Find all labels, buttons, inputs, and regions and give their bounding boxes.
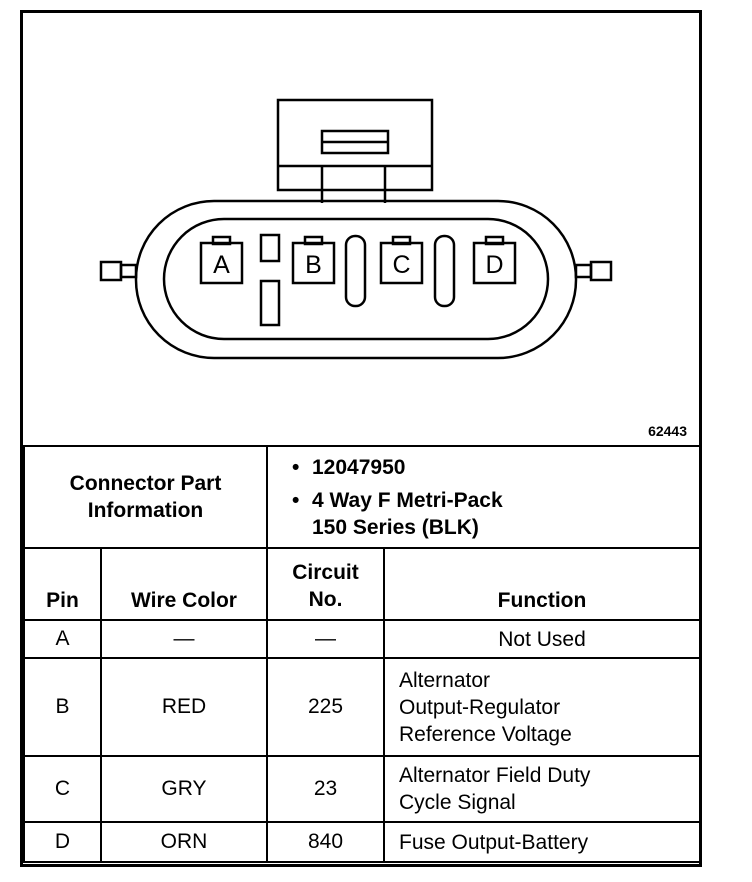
cell-pin: D [23, 821, 102, 863]
cell-circuit: 23 [266, 755, 385, 823]
cavity-d [472, 235, 517, 285]
table-row: A — — Not Used [23, 619, 701, 659]
part-info-list: 12047950 4 Way F Metri-Pack 150 Series (… [266, 445, 701, 549]
connector-inner-shell [162, 217, 550, 341]
key-slot-bottom [259, 279, 281, 327]
table-row: D ORN 840 Fuse Output-Battery [23, 821, 701, 863]
cell-function: Fuse Output-Battery [383, 821, 701, 863]
part-info-title: Connector Part Information [23, 445, 268, 549]
cavity-b [291, 235, 336, 285]
table-row: C GRY 23 Alternator Field Duty Cycle Sig… [23, 755, 701, 823]
connector-info-frame: A B C D 62443 Connector Part Information [20, 10, 702, 867]
cell-wire-color: GRY [100, 755, 268, 823]
cavity-c [379, 235, 424, 285]
cell-circuit: 225 [266, 657, 385, 757]
connector-diagram: A B C D 62443 [23, 13, 699, 445]
cell-function: Alternator Output-Regulator Reference Vo… [383, 657, 701, 757]
cell-circuit: 840 [266, 821, 385, 863]
cell-wire-color: ORN [100, 821, 268, 863]
cell-wire-color: — [100, 619, 268, 659]
part-description: 4 Way F Metri-Pack 150 Series (BLK) [292, 487, 699, 541]
table-header-row: Pin Wire Color Circuit No. Function [23, 547, 701, 621]
pin-label-d: D [485, 251, 503, 279]
pinout-table: Connector Part Information 12047950 4 Wa… [23, 445, 701, 863]
key-slot-top [259, 233, 281, 263]
cell-pin: A [23, 619, 102, 659]
header-function: Function [383, 547, 701, 621]
cell-pin: C [23, 755, 102, 823]
cell-wire-color: RED [100, 657, 268, 757]
connector-outer-shell [134, 199, 578, 360]
cell-pin: B [23, 657, 102, 757]
divider-rib-1 [344, 234, 367, 308]
table-row: B RED 225 Alternator Output-Regulator Re… [23, 657, 701, 757]
header-pin: Pin [23, 547, 102, 621]
pin-label-a: A [213, 251, 230, 279]
divider-rib-2 [433, 234, 456, 308]
cell-function: Alternator Field Duty Cycle Signal [383, 755, 701, 823]
pin-label-c: C [392, 251, 410, 279]
part-info-row: Connector Part Information 12047950 4 Wa… [23, 445, 701, 549]
connector-drawing: A B C D [99, 98, 613, 360]
right-ear [589, 260, 613, 282]
cell-function: Not Used [383, 619, 701, 659]
header-wire-color: Wire Color [100, 547, 268, 621]
header-circuit: Circuit No. [266, 547, 385, 621]
cell-circuit: — [266, 619, 385, 659]
lock-tab [276, 98, 434, 192]
part-number: 12047950 [292, 454, 699, 481]
figure-number: 62443 [648, 423, 687, 439]
pin-label-b: B [305, 251, 322, 279]
left-ear [99, 260, 123, 282]
cavity-a [199, 235, 244, 285]
